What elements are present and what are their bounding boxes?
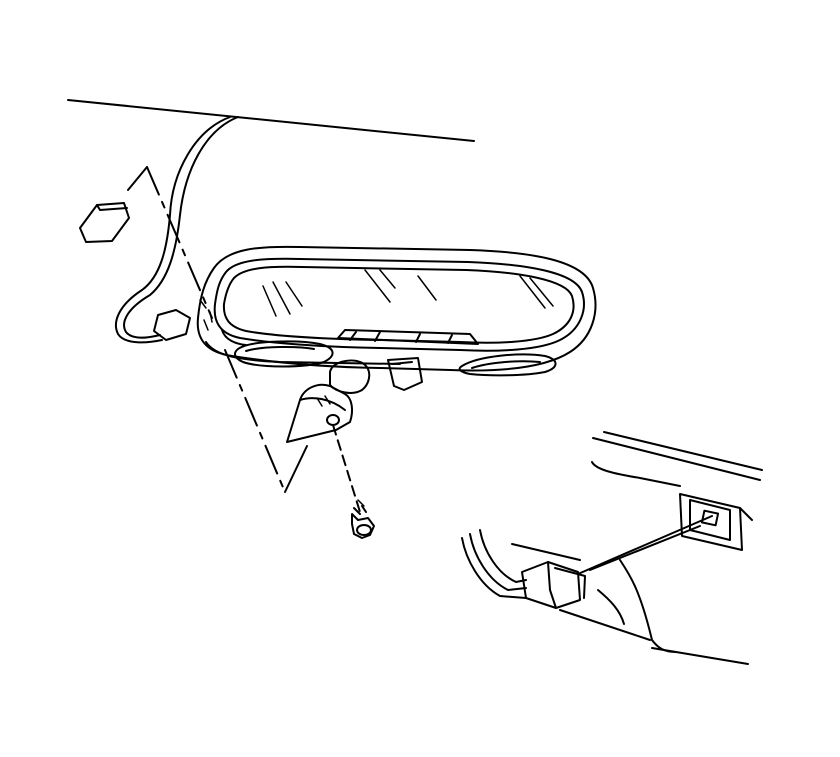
rearview-mirror-assembly <box>198 247 596 393</box>
windshield-edge-line <box>68 100 474 141</box>
mirror-wire-harness <box>116 117 238 342</box>
headliner-connector-socket <box>680 494 752 550</box>
mirror-set-screw <box>333 425 374 538</box>
windshield-mount-button <box>80 203 129 242</box>
mirror-map-lamps <box>235 341 556 375</box>
mirror-glass <box>263 270 553 316</box>
mirror-mount-bracket <box>287 385 352 442</box>
electrical-connector <box>462 516 712 608</box>
headliner-panel <box>512 432 762 664</box>
exploded-view-guide <box>128 167 307 492</box>
